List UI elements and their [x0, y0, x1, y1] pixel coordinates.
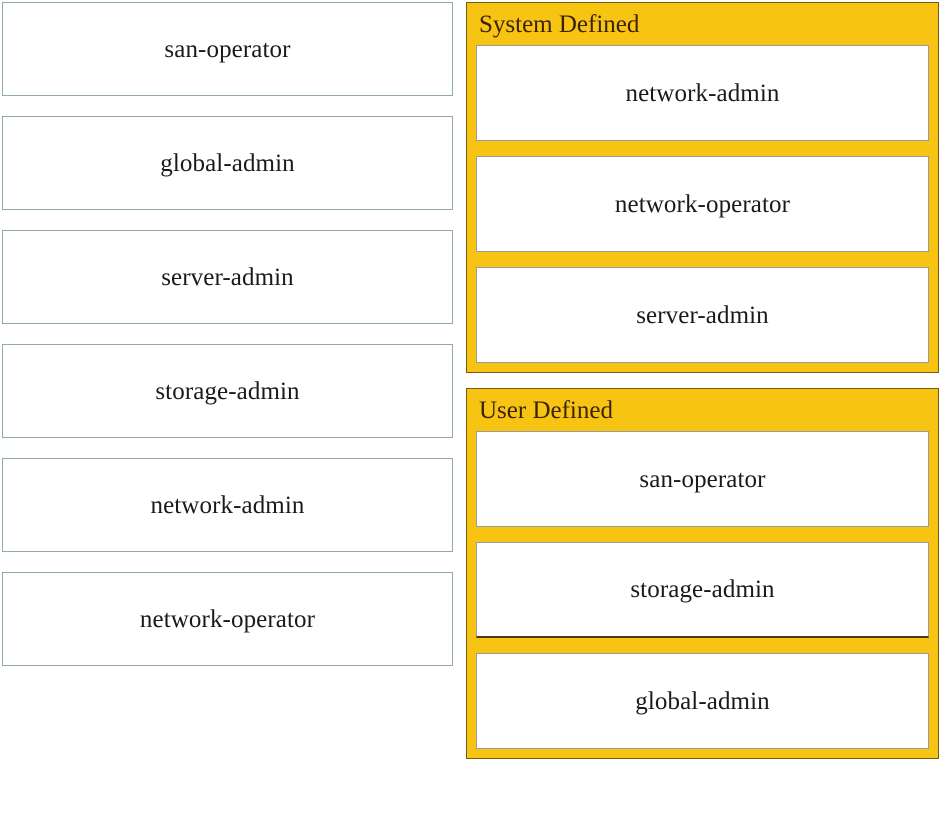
role-groups-container: System Defined network-admin network-ope…	[466, 2, 939, 774]
group-title: User Defined	[479, 397, 613, 424]
role-card-label: network-operator	[139, 605, 316, 633]
group-item[interactable]: network-operator	[476, 156, 929, 252]
group-item-label: network-operator	[614, 190, 791, 218]
group-item-label: san-operator	[639, 465, 766, 493]
role-card[interactable]: server-admin	[2, 230, 453, 324]
role-card-label: network-admin	[150, 491, 305, 519]
group-panel-user-defined: User Defined san-operator storage-admin …	[466, 388, 939, 759]
group-item[interactable]: global-admin	[476, 653, 929, 749]
group-item[interactable]: storage-admin	[476, 542, 929, 638]
group-panel-system-defined: System Defined network-admin network-ope…	[466, 2, 939, 373]
role-card-label: storage-admin	[155, 377, 300, 405]
group-item-label: network-admin	[625, 79, 780, 107]
role-card[interactable]: network-admin	[2, 458, 453, 552]
role-card[interactable]: storage-admin	[2, 344, 453, 438]
group-item[interactable]: san-operator	[476, 431, 929, 527]
available-roles-list: san-operator global-admin server-admin s…	[2, 2, 453, 666]
role-card-label: global-admin	[160, 149, 295, 177]
role-card[interactable]: network-operator	[2, 572, 453, 666]
role-card[interactable]: global-admin	[2, 116, 453, 210]
role-card-label: server-admin	[161, 263, 294, 291]
group-item-label: global-admin	[635, 687, 770, 715]
role-card-label: san-operator	[164, 35, 291, 63]
role-card[interactable]: san-operator	[2, 2, 453, 96]
group-item[interactable]: network-admin	[476, 45, 929, 141]
group-title: System Defined	[479, 11, 640, 38]
group-item-label: server-admin	[636, 301, 769, 329]
group-item[interactable]: server-admin	[476, 267, 929, 363]
group-item-label: storage-admin	[630, 576, 775, 603]
